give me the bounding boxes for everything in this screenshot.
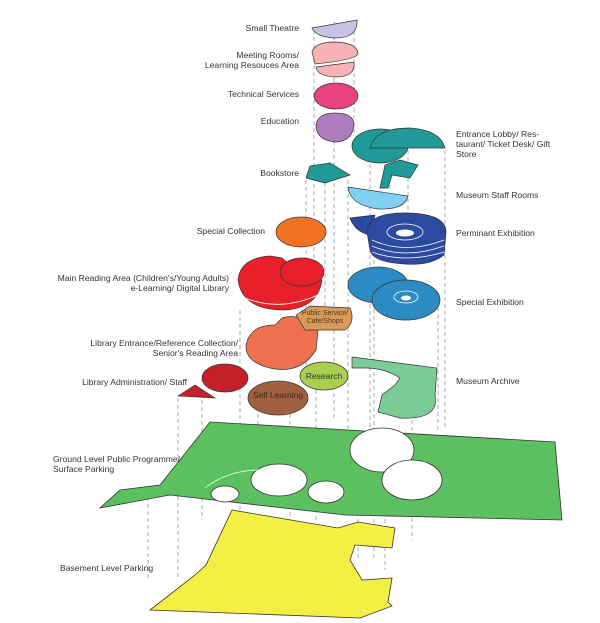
entrance-lobby-shape [351, 127, 446, 189]
label-meeting-rooms: Meeting Rooms/Learning Resouces Area [205, 50, 299, 70]
meeting-rooms-shape [311, 41, 359, 78]
label-library-entrance: Library Entrance/Reference Collection/Se… [90, 338, 238, 358]
label-line: Ground Level Public Programme/ [53, 454, 181, 464]
main-reading-shape [237, 255, 325, 311]
education-shape [315, 112, 355, 143]
label-special-collection: Special Collection [196, 226, 265, 236]
label-education: Education [260, 116, 299, 126]
label-line: Library Entrance/Reference Collection/ [90, 338, 238, 348]
label-basement: Basement Level Parking [60, 563, 154, 573]
basement-parking-shape [148, 509, 396, 619]
research-shape [299, 361, 349, 391]
label-museum-archive: Museum Archive [456, 376, 520, 386]
label-line: Cafe/Shops [306, 318, 344, 325]
self-learning-shape [247, 380, 309, 416]
label-line: Public Service/ [301, 310, 349, 317]
special-exhibition-shape [347, 266, 441, 321]
label-line: Main Reading Area (Children's/Young Adul… [57, 273, 229, 283]
label-line: Entrance Lobby/ Res- [456, 129, 540, 139]
label-small-theatre: Small Theatre [245, 23, 299, 33]
label-special-exhibition: Special Exhibition [456, 297, 524, 307]
public-service-shape [295, 305, 353, 331]
label-line: Senior's Reading Area [152, 348, 238, 358]
bookstore-shape [305, 162, 351, 184]
label-permanent-exhibition: Perminant Exhibition [456, 228, 535, 238]
label-line: taurant/ Ticket Desk/ Gift [456, 139, 551, 149]
label-line: Store [456, 149, 477, 159]
library-admin-shape [176, 363, 249, 399]
label-entrance-lobby: Entrance Lobby/ Res-taurant/ Ticket Desk… [456, 129, 550, 159]
label-library-admin: Library Administration/ Staff [82, 377, 187, 387]
label-ground-level: Ground Level Public Programme/Surface Pa… [53, 454, 180, 474]
staff-rooms-shape [347, 186, 409, 210]
label-self-learning: Self Learning [252, 390, 304, 400]
special-collection-shape [275, 216, 327, 248]
label-line: Learning Resouces Area [204, 60, 299, 70]
museum-archive-shape [351, 356, 438, 419]
label-public-service: Public Service/Cafe/Shops [298, 310, 352, 326]
label-line: e-Learning/ Digital Library [130, 283, 229, 293]
label-technical-services: Technical Services [227, 89, 299, 99]
label-bookstore: Bookstore [260, 168, 299, 178]
label-main-reading: Main Reading Area (Children's/Young Adul… [58, 273, 229, 293]
label-research: Research [305, 371, 343, 381]
label-line: Surface Parking [53, 464, 115, 474]
ground-level-shape [98, 421, 563, 521]
label-museum-staff-rooms: Museum Staff Rooms [456, 190, 539, 200]
small-theatre-shape [311, 19, 358, 39]
permanent-exhibition-shape [349, 212, 447, 265]
technical-services-shape [313, 82, 359, 110]
label-line: Meeting Rooms/ [236, 50, 299, 60]
